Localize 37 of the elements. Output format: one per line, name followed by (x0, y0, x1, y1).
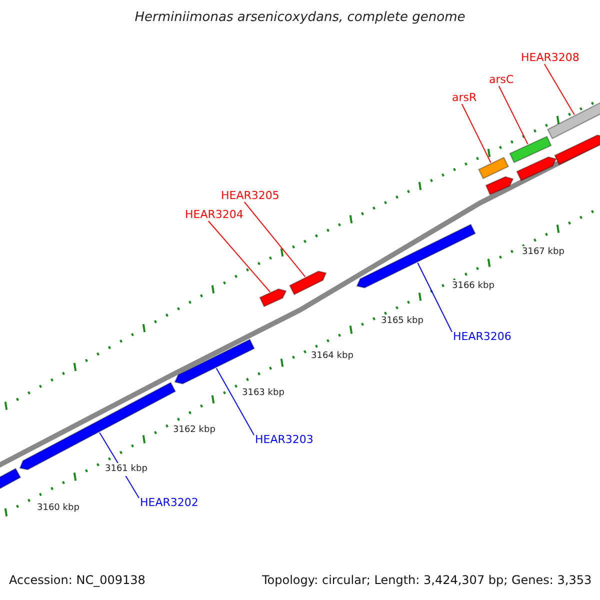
gene-block (546, 100, 600, 140)
leader-line (216, 368, 254, 436)
leader-line (544, 64, 575, 116)
gene-block (554, 134, 600, 166)
gene-label: arsC (489, 73, 514, 86)
scale-label: 3160 kbp (37, 502, 80, 515)
scale-label: 3166 kbp (452, 280, 494, 293)
gene-block (509, 136, 552, 164)
leader-line (208, 220, 271, 292)
gene-block (259, 288, 287, 308)
scale-label: 3167 kbp (522, 246, 564, 259)
scale-label: 3163 kbp (242, 387, 284, 400)
gene-block (0, 468, 22, 490)
leader-line (498, 86, 528, 145)
gene-label: HEAR3202 (140, 496, 198, 509)
gene-block (289, 270, 327, 296)
gene-label: HEAR3206 (453, 330, 512, 343)
scale-label: 3164 kbp (311, 350, 354, 363)
title: Herminiimonas arsenicoxydans, complete genome (134, 10, 466, 25)
leader-line (244, 202, 306, 278)
gene-block (516, 156, 557, 182)
scale-label: 3165 kbp (381, 315, 424, 328)
gene-label: arsR (452, 91, 477, 104)
genome-summary: Topology: circular; Length: 3,424,307 bp; Genes: 3,353 (262, 574, 592, 587)
gene-block (174, 338, 255, 384)
accession-text: Accession: NC_009138 (9, 574, 146, 587)
gene-label: HEAR3208 (521, 51, 580, 64)
gene-label: HEAR3205 (221, 189, 280, 202)
scale-label: 3161 kbp (105, 463, 148, 476)
gene-block (478, 156, 509, 180)
gene-label: HEAR3204 (185, 208, 244, 221)
gene-label: HEAR3203 (255, 433, 314, 446)
scale-label: 3162 kbp (173, 424, 216, 437)
leader-line (461, 104, 492, 164)
gene-block (485, 176, 514, 196)
leader-line (417, 262, 452, 332)
gene-block (356, 224, 476, 288)
